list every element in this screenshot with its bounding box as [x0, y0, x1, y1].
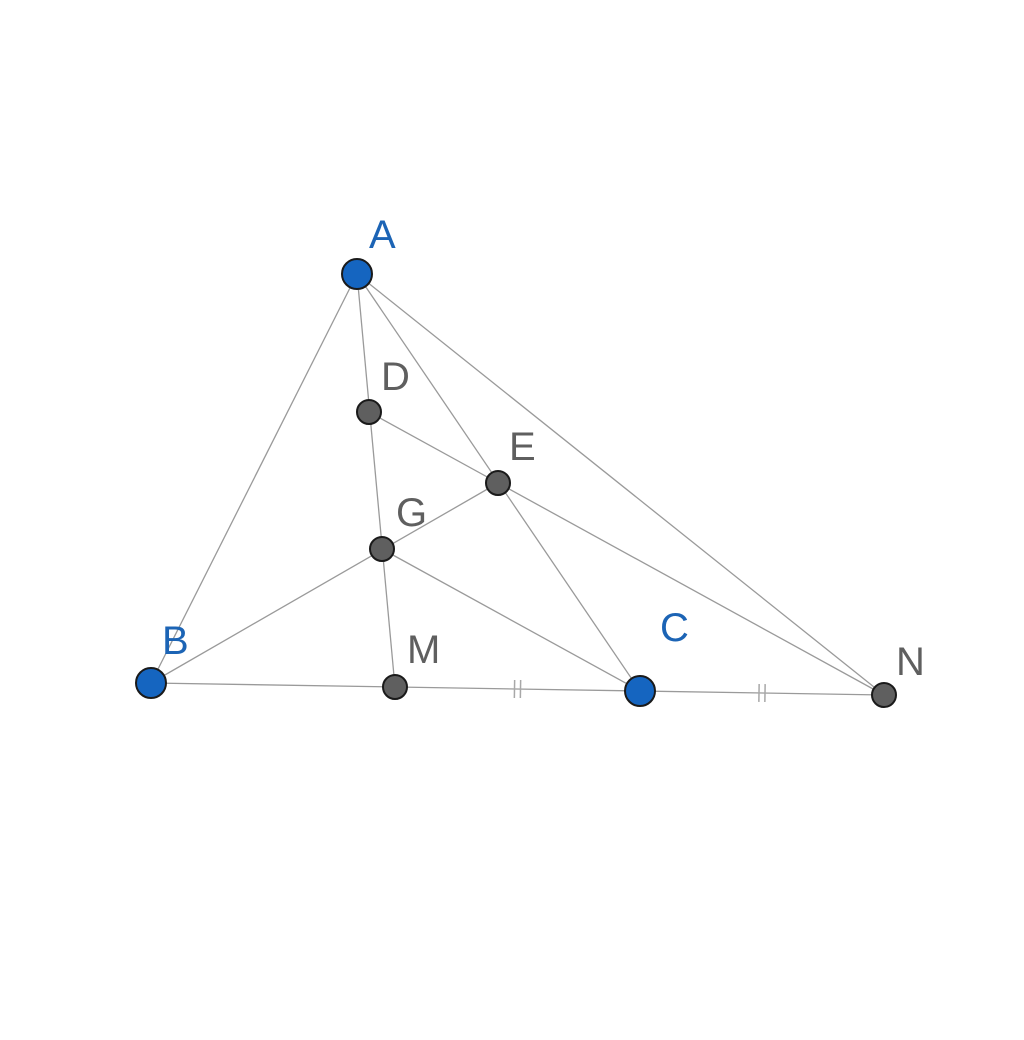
point-N[interactable]	[871, 682, 897, 708]
point-B[interactable]	[135, 667, 167, 699]
point-D[interactable]	[356, 399, 382, 425]
label-B: B	[162, 619, 189, 663]
segments-layer	[150, 273, 885, 696]
segment-AM	[356, 273, 396, 688]
segment-BE	[150, 482, 499, 684]
labels-layer: A B C D E G M N	[162, 213, 925, 684]
point-A[interactable]	[341, 258, 373, 290]
label-C: C	[660, 606, 689, 650]
point-E[interactable]	[485, 470, 511, 496]
label-A: A	[369, 213, 396, 257]
segment-GC	[381, 548, 641, 692]
equal-length-marks-layer	[513, 679, 766, 703]
segment-AB	[150, 273, 358, 684]
label-G: G	[396, 491, 427, 535]
label-M: M	[407, 628, 440, 672]
point-G[interactable]	[369, 536, 395, 562]
point-C[interactable]	[624, 675, 656, 707]
label-E: E	[509, 425, 536, 469]
segment-DN	[368, 411, 885, 696]
segment-BN	[150, 682, 885, 696]
label-D: D	[381, 355, 410, 399]
points-layer	[135, 258, 897, 708]
label-N: N	[896, 640, 925, 684]
point-M[interactable]	[382, 674, 408, 700]
segment-AN	[356, 273, 885, 696]
